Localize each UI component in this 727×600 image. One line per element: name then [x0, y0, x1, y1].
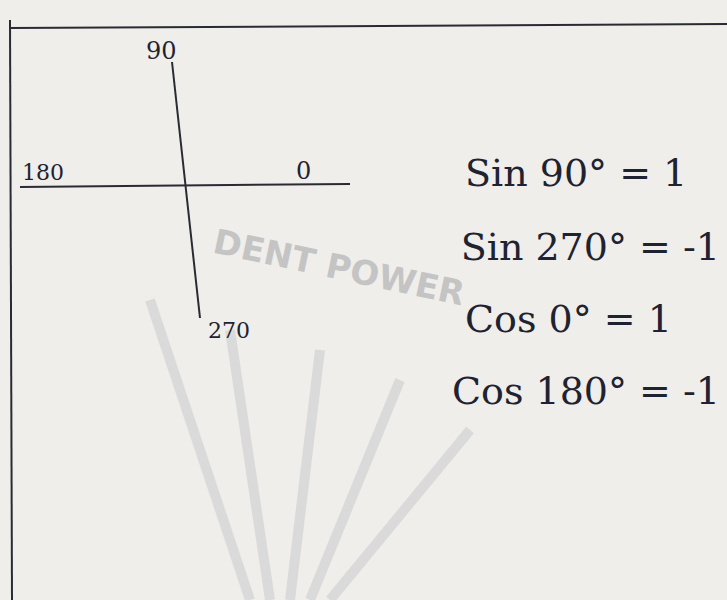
- watermark-rays: [150, 300, 470, 600]
- trig-value: Sin 270° = -1: [461, 226, 720, 270]
- trig-value: Cos 180° = -1: [452, 370, 720, 414]
- page-rule: [10, 24, 727, 28]
- trig-value: Cos 0° = 1: [465, 298, 672, 342]
- vertical-axis: [172, 62, 200, 318]
- angle-label: 90: [146, 38, 177, 66]
- angle-label: 180: [22, 160, 64, 185]
- angle-label: 270: [208, 318, 250, 343]
- margin-line: [10, 20, 12, 600]
- trig-value: Sin 90° = 1: [465, 152, 687, 196]
- angle-label: 0: [296, 158, 311, 186]
- watermark: DENT POWER: [210, 222, 468, 313]
